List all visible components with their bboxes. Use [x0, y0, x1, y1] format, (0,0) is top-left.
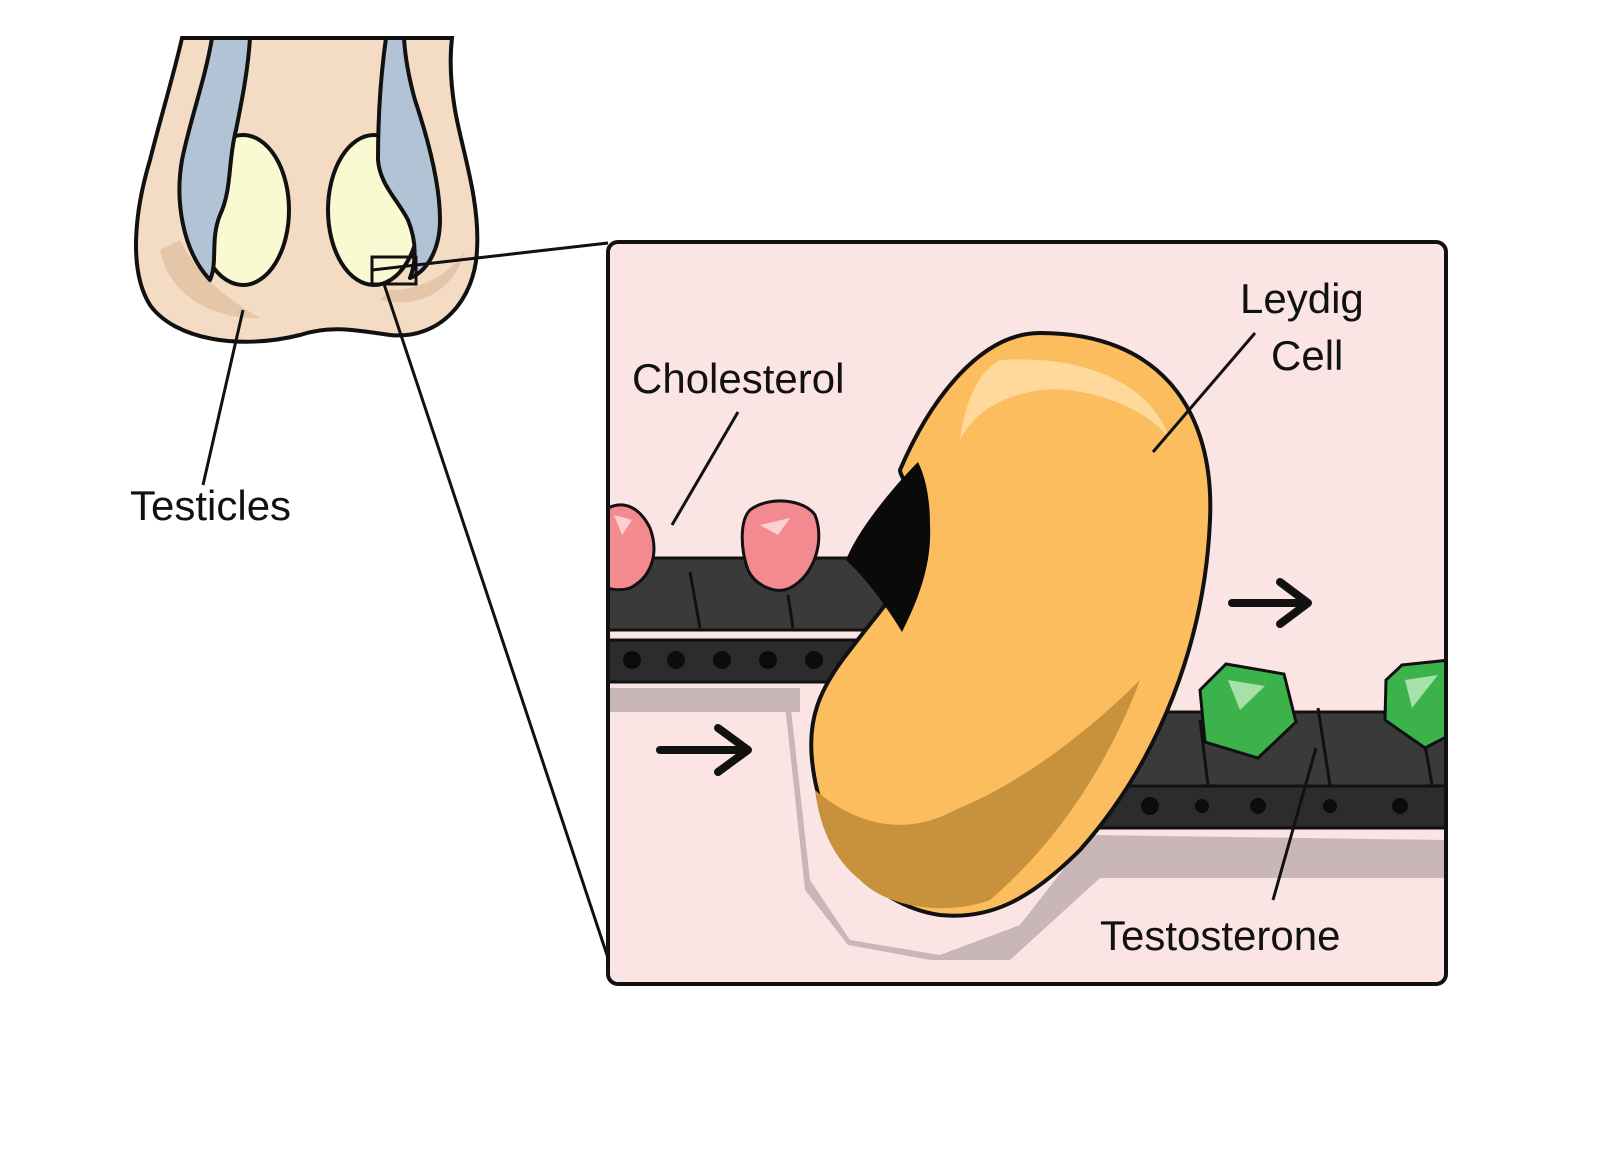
- output-belt-rollers: [1141, 797, 1408, 815]
- panel-border: [606, 240, 1448, 986]
- arrow-right-icon: [656, 724, 752, 776]
- belt-seam: [1198, 719, 1210, 786]
- cholesterol-highlight: [760, 518, 790, 535]
- zoom-source-box: [370, 255, 418, 286]
- scrotum-illustration: Testicles: [130, 36, 480, 529]
- testosterone-highlight: [1228, 680, 1265, 710]
- arrow-right-icon: [1228, 578, 1312, 628]
- leydig-cell-opening: [846, 462, 931, 632]
- zoom-line-top: [371, 241, 609, 272]
- testosterone-molecule: [1198, 662, 1298, 760]
- leydig-cell: [809, 330, 1213, 918]
- testosterone-label: Testosterone: [1100, 912, 1340, 959]
- belt-seam: [688, 571, 702, 629]
- leydig-cell-highlight: [960, 359, 1170, 440]
- zoom-line-bottom: [382, 283, 610, 959]
- right-vas-deferens: [376, 36, 442, 280]
- belt-seam: [786, 594, 795, 629]
- leydig-pointer-line: [1151, 332, 1257, 453]
- cholesterol-molecule: [740, 499, 821, 592]
- leydig-cell-panel: Cholesterol Leydig Cell Testosterone: [606, 240, 1448, 986]
- testicles-pointer-line: [201, 309, 245, 486]
- testosterone-molecule: [1383, 658, 1446, 750]
- scrotum-shade-right: [380, 250, 465, 303]
- testosterone-highlight: [1405, 675, 1438, 708]
- leydig-label-line2: Cell: [1271, 332, 1343, 379]
- left-belt-shadow: [608, 688, 800, 712]
- cholesterol-highlight: [614, 515, 632, 535]
- cholesterol-label: Cholesterol: [632, 355, 844, 402]
- belt-seam: [1423, 744, 1434, 786]
- testosterone-pointer-line: [1271, 747, 1318, 901]
- belt-seam: [1316, 707, 1332, 786]
- testicles-label: Testicles: [130, 482, 291, 529]
- left-vas-deferens: [177, 36, 252, 282]
- leydig-label-line1: Leydig: [1240, 275, 1364, 322]
- scrotum-shade-left: [160, 240, 260, 319]
- cholesterol-pointer-line: [670, 411, 740, 526]
- zoom-lines: [370, 241, 610, 959]
- leydig-cell-shade: [815, 680, 1140, 909]
